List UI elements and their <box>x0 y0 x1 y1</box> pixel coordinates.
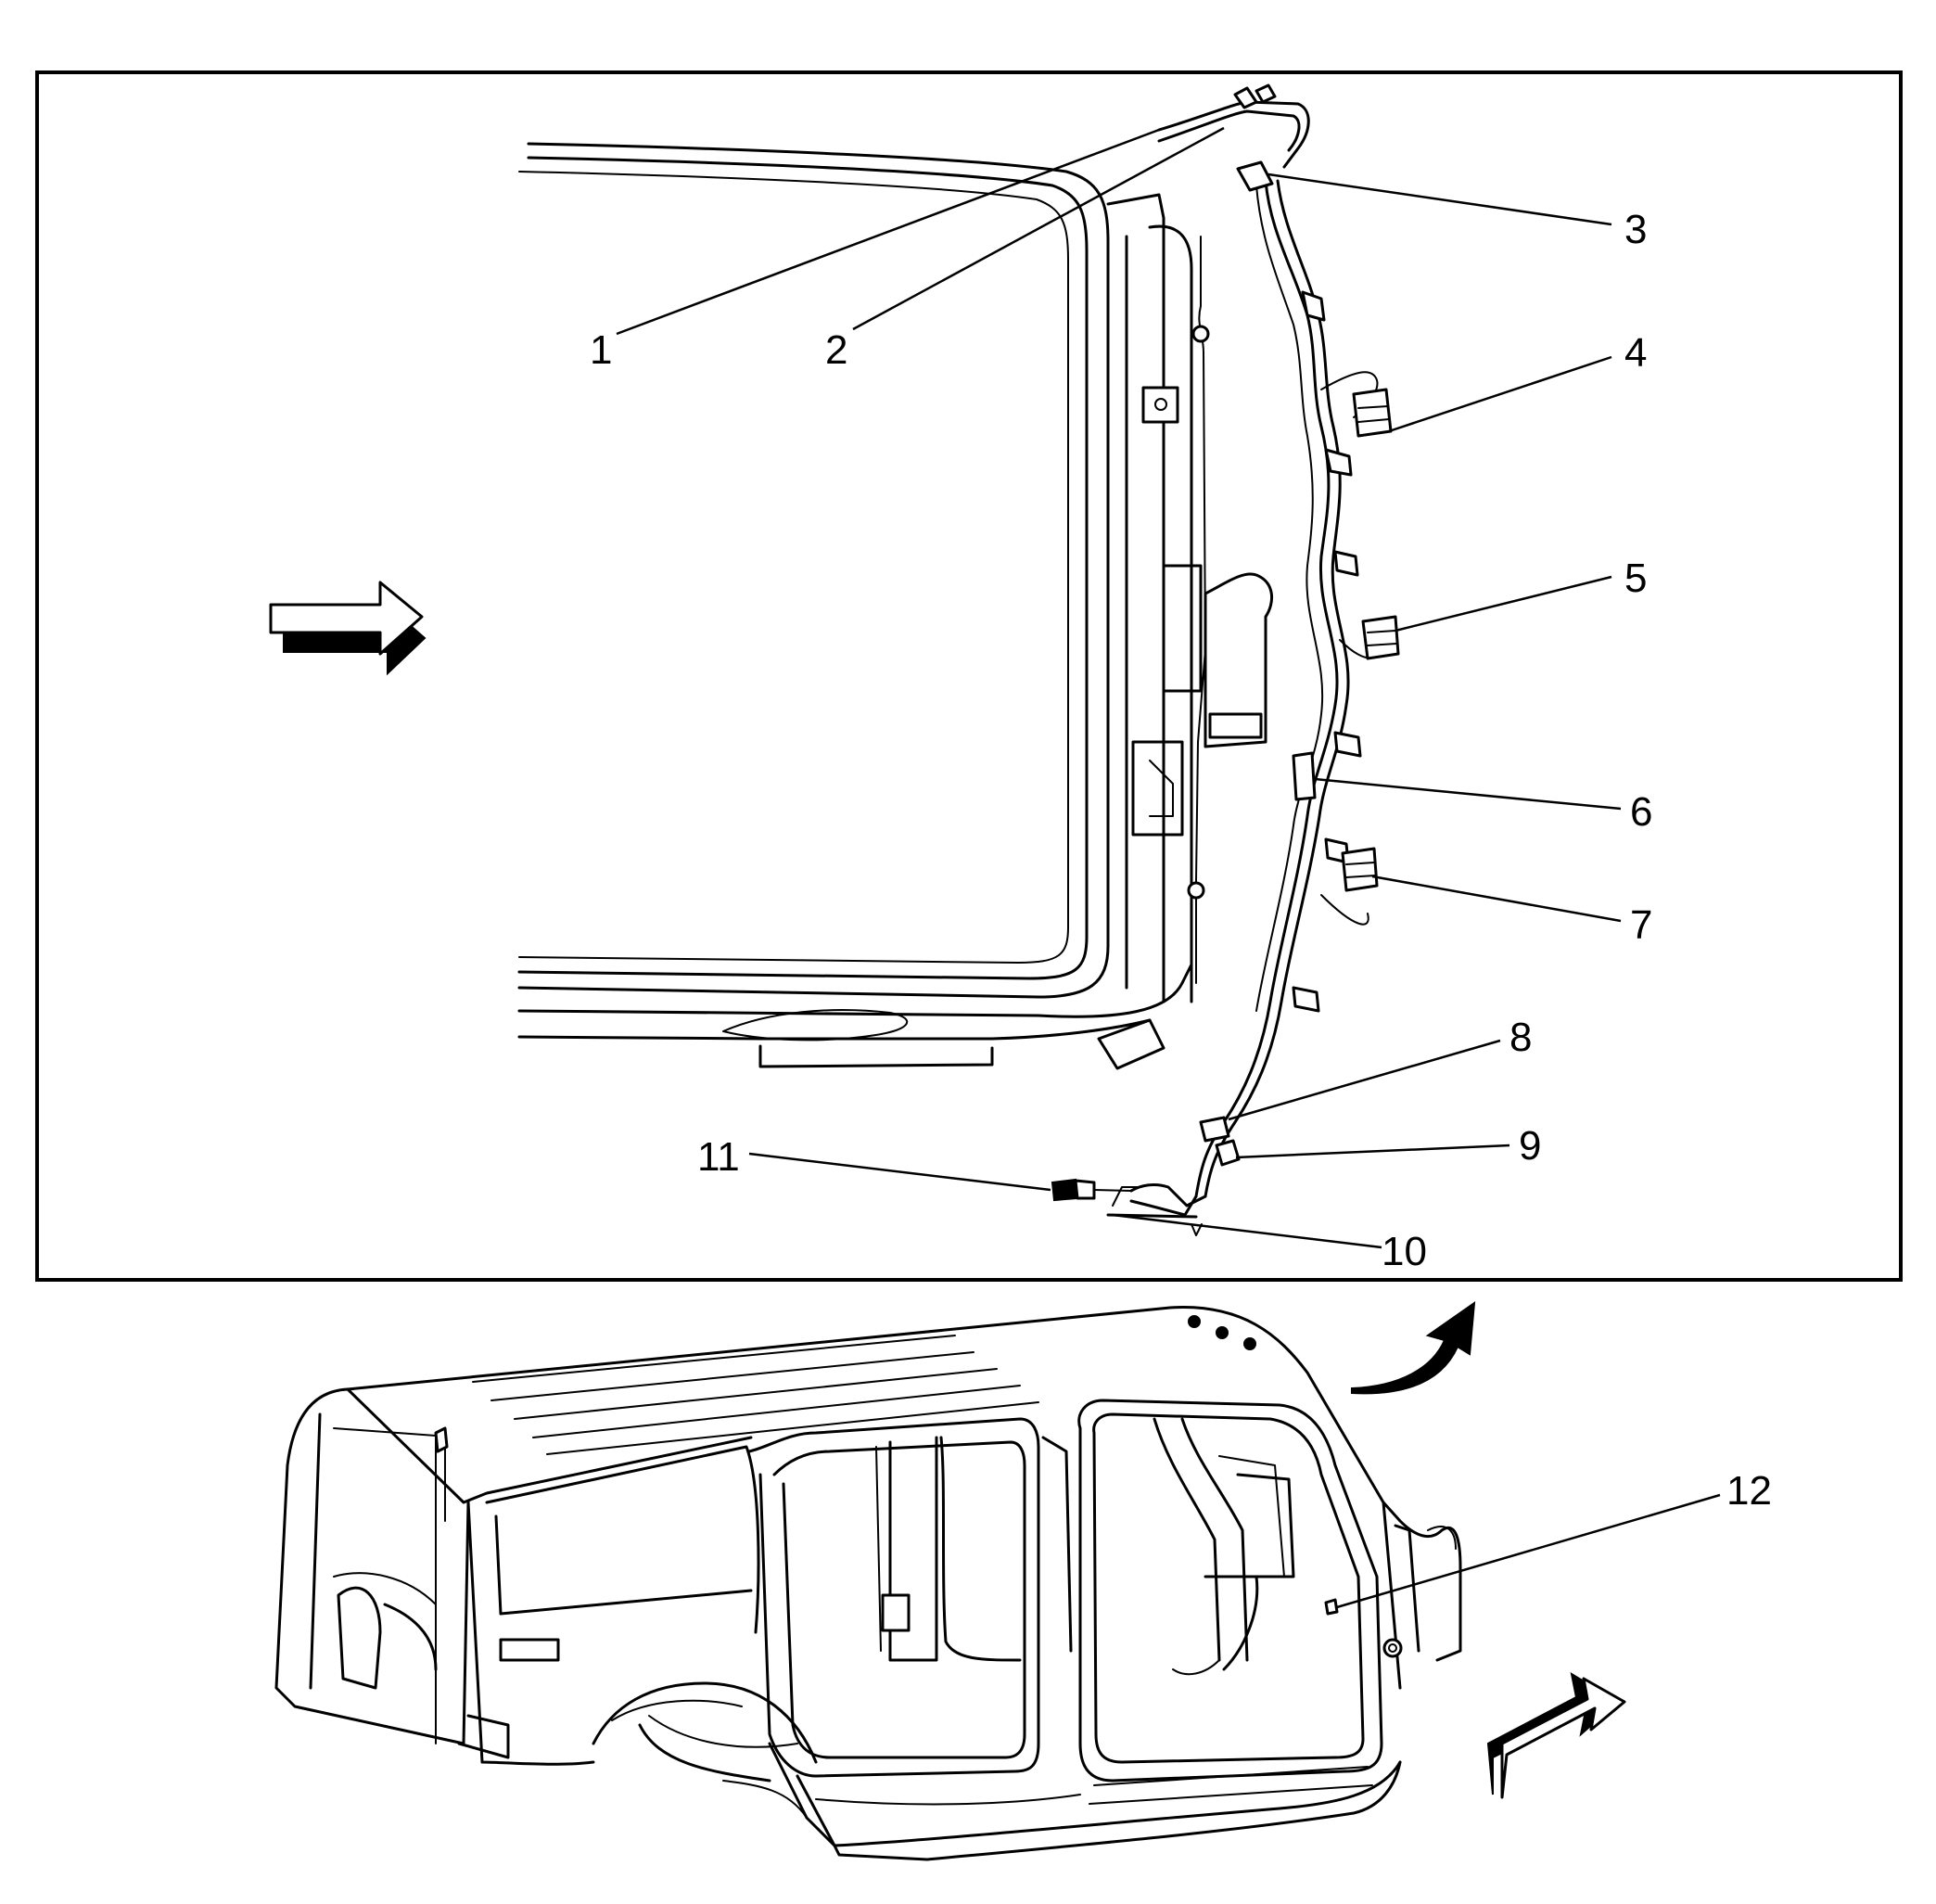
vehicle-body-overview <box>274 1306 1462 1861</box>
callout-4: 4 <box>1624 330 1647 376</box>
callout-12: 12 <box>1726 1468 1772 1514</box>
door-opening-frame <box>517 142 1274 1070</box>
callout-6: 6 <box>1630 789 1652 835</box>
callout-labels: 1 2 3 4 5 6 7 8 9 10 11 12 <box>590 207 1772 1514</box>
callout-8: 8 <box>1509 1015 1532 1060</box>
callout-11: 11 <box>697 1134 740 1180</box>
wiring-harness <box>1051 83 1400 1236</box>
leader-lines <box>616 126 1721 1611</box>
callout-5: 5 <box>1624 556 1647 601</box>
detail-view-frame <box>35 70 1903 1282</box>
callout-3: 3 <box>1624 207 1647 252</box>
callout-9: 9 <box>1519 1123 1541 1169</box>
rotate-arrow-icon <box>1351 1300 1476 1395</box>
callout-10: 10 <box>1382 1229 1427 1274</box>
callout-1: 1 <box>590 327 612 373</box>
callout-7: 7 <box>1630 902 1652 948</box>
callout-2: 2 <box>825 327 847 373</box>
view-arrow-icon <box>1486 1671 1626 1799</box>
direction-arrow-icon <box>269 581 427 676</box>
